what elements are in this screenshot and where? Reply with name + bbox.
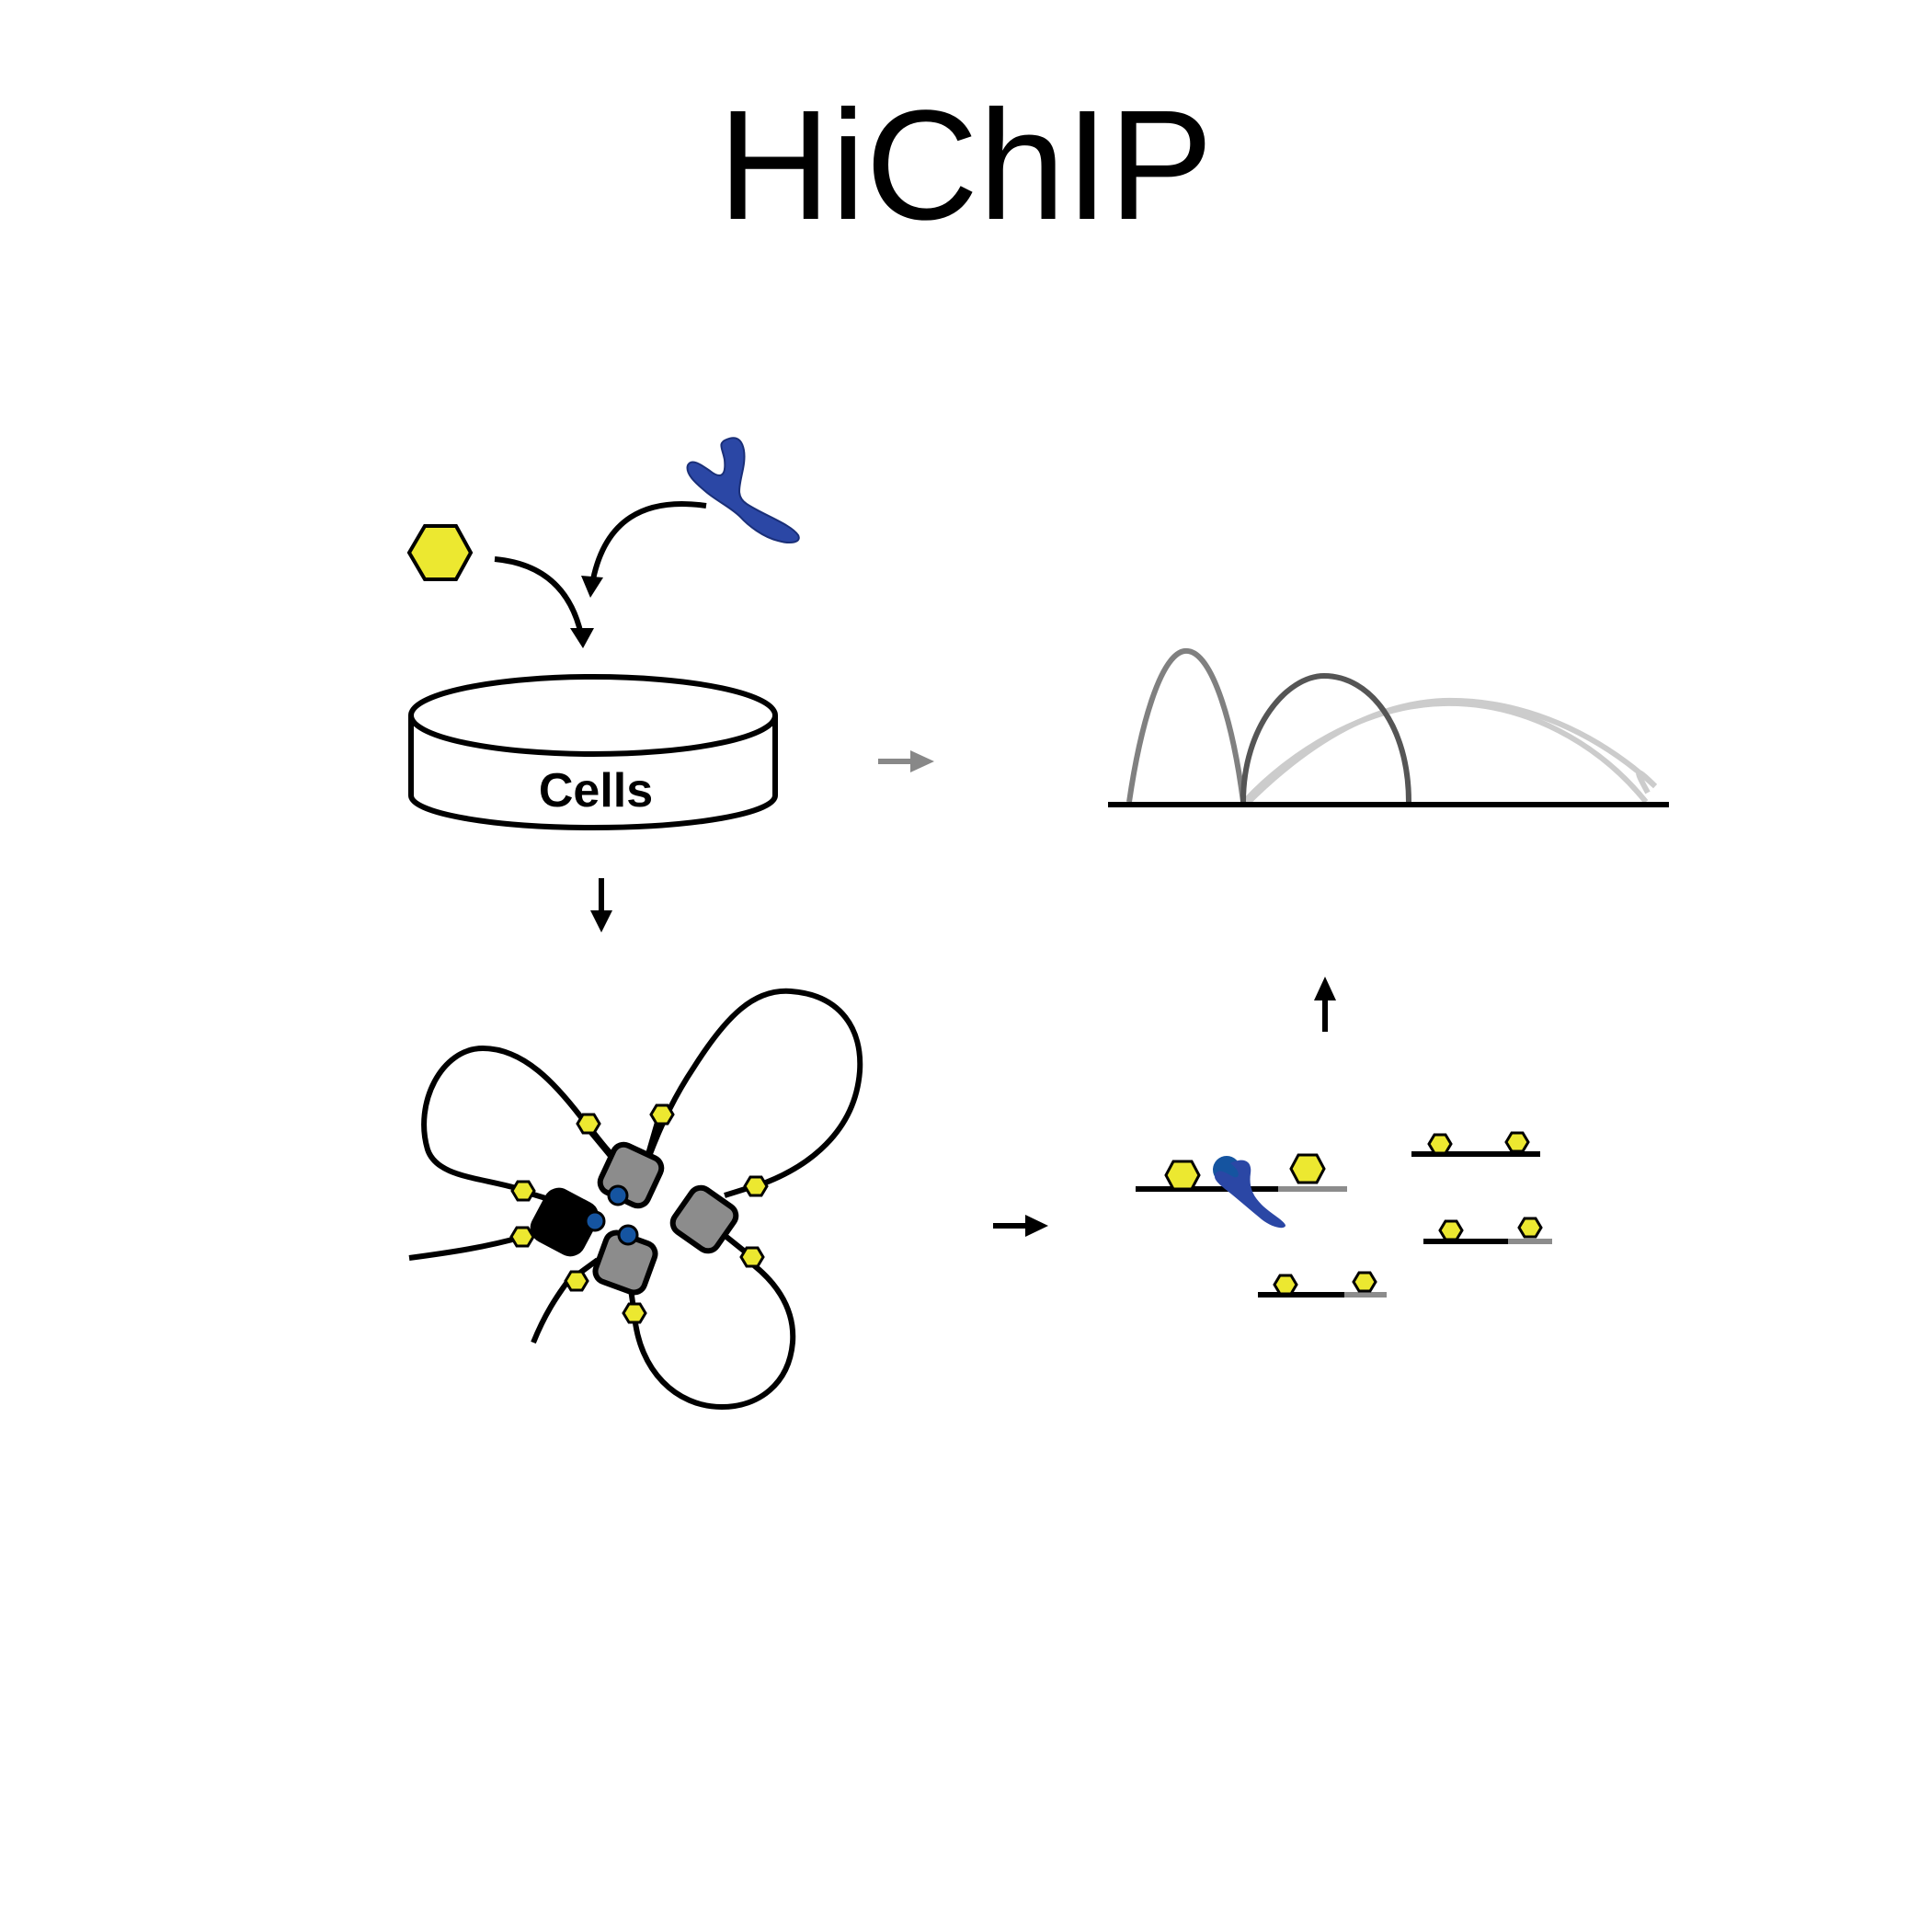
- biotin-hexagon-icon: [1517, 1217, 1543, 1239]
- biotin-hexagon-icon: [1289, 1153, 1326, 1184]
- biotin-hexagon-icon: [1504, 1131, 1530, 1153]
- protein-black: [530, 1187, 600, 1257]
- biotin-hexagon-icon: [1352, 1271, 1377, 1293]
- biotin-hexagon-icon: [622, 1302, 647, 1324]
- biotin-hexagon-icon: [1427, 1133, 1453, 1155]
- biotin-to-dish-arrowhead: [570, 628, 594, 648]
- contact-arc: [1240, 672, 1411, 803]
- page-title: HiChIP: [717, 78, 1214, 253]
- chromatin-loops-icon: [408, 988, 863, 1411]
- chromatin-to-fragments-arrowhead: [1025, 1215, 1048, 1237]
- biotin-hexagon-icon: [739, 1246, 765, 1268]
- bead-icon: [617, 1224, 639, 1246]
- biotin-to-dish-arrow: [494, 556, 584, 635]
- biotin-hexagon-icon: [743, 1175, 769, 1197]
- bead-icon: [607, 1184, 629, 1206]
- chromatin-strand: [646, 988, 863, 1189]
- biotin-hexagon-icon: [1273, 1274, 1298, 1296]
- chromatin-strand: [408, 1234, 523, 1261]
- antibody-icon: [1214, 1160, 1285, 1229]
- contact-arcs-icon: [1108, 647, 1669, 807]
- biotin-hexagon-icon: [649, 1103, 675, 1126]
- fragments-to-arcs-arrowhead: [1314, 977, 1336, 1000]
- dish-label: Cells: [539, 764, 653, 817]
- biotin-hexagon-icon: [1438, 1219, 1464, 1241]
- chromatin-strand: [531, 1276, 573, 1344]
- contact-arc: [1243, 700, 1649, 804]
- biotin-hexagon-icon: [564, 1270, 589, 1292]
- antibody-icon: [686, 437, 800, 543]
- biotin-hexagon-icon: [510, 1180, 536, 1202]
- antibody-to-dish-arrowhead: [581, 576, 603, 598]
- chromatin-strand: [632, 1257, 796, 1411]
- culture-dish-icon: Cells: [408, 674, 778, 830]
- dish-to-arcs-arrowhead: [910, 750, 934, 772]
- biotin-hexagon-icon: [1164, 1160, 1201, 1191]
- biotin-hexagon-icon: [509, 1226, 535, 1248]
- biotin-hexagon-icon: [576, 1113, 601, 1135]
- ligation-fragments-icon: [1136, 1131, 1552, 1298]
- contact-arc: [1126, 647, 1246, 803]
- biotin-hexagon-icon: [406, 524, 474, 581]
- dish-to-chromatin-arrowhead: [590, 910, 612, 932]
- protein-gray: [669, 1184, 739, 1254]
- antibody-to-dish-arrow: [590, 500, 707, 580]
- bead-icon: [584, 1210, 606, 1232]
